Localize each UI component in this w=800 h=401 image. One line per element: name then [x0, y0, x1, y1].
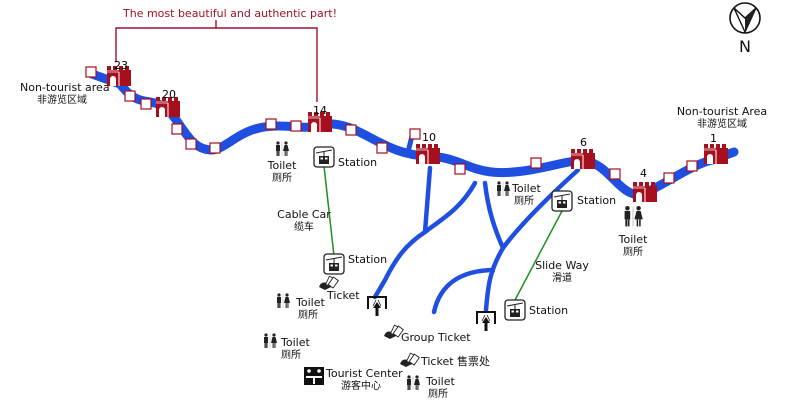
station-label: Station: [577, 194, 617, 207]
toilet-label: Toilet 厕所: [426, 375, 455, 400]
cable-station-top-icon: [313, 146, 335, 168]
station-label: Station: [529, 304, 569, 317]
toilet-icon: [496, 180, 511, 197]
tower-10-icon: [415, 143, 441, 165]
toilet-icon: [275, 140, 290, 157]
tower-6-icon: [570, 148, 596, 170]
tower-number: 23: [114, 59, 128, 72]
cable-station-bottom-icon: [323, 253, 345, 275]
slide-way-line: [514, 210, 563, 301]
toilet-icon: [276, 292, 291, 309]
tower-number: 4: [640, 167, 647, 180]
tower-4-icon: [632, 181, 658, 203]
highlight-banner: The most beautiful and authentic part!: [123, 7, 337, 20]
tower-number: 1: [710, 132, 717, 145]
ticket-office-icon: [399, 352, 420, 368]
toilet-label: Toilet 厕所: [512, 182, 541, 207]
station-label: Station: [338, 156, 378, 169]
tower-number: 14: [313, 104, 327, 117]
toilet-icon: [263, 332, 278, 349]
slide-way-label: Slide Way 滑道: [535, 259, 589, 284]
north-arrow-icon: [729, 2, 761, 34]
compass-label: N: [739, 37, 751, 56]
tower-1-icon: [703, 143, 729, 165]
slide-station-top-icon: [551, 190, 573, 212]
non-tourist-area-left: Non-tourist area 非游览区域: [20, 81, 110, 106]
tower-number: 10: [422, 131, 436, 144]
cable-car-line: [323, 165, 335, 257]
cable-car-label: Cable Car 缆车: [277, 208, 331, 233]
tourist-center-label: Tourist Center 游客中心: [326, 367, 403, 392]
tourist-center-icon: [304, 367, 324, 385]
toilet-label: Toilet 厕所: [281, 336, 310, 361]
ticket-office-label: Ticket 售票处: [421, 355, 491, 368]
station-label: Station: [348, 253, 388, 266]
ticket-label: Ticket: [327, 289, 360, 302]
highlight-bracket: [115, 27, 318, 102]
toilet-label: Toilet 厕所: [296, 296, 325, 321]
toilet-icon: [406, 374, 421, 391]
entrance-icon: [367, 296, 387, 317]
tower-number: 20: [162, 88, 176, 101]
tower-number: 6: [580, 136, 587, 149]
non-tourist-area-right: Non-tourist Area 非游览区域: [676, 105, 768, 130]
group-ticket-label: Group Ticket: [401, 331, 471, 344]
toilet-label: Toilet 厕所: [618, 233, 648, 258]
toilet-icon: [623, 205, 644, 228]
entrance-icon: [476, 311, 496, 332]
toilet-label: Toilet 厕所: [267, 159, 297, 184]
slide-station-bottom-icon: [504, 299, 526, 321]
ticket-icon: [318, 275, 339, 291]
